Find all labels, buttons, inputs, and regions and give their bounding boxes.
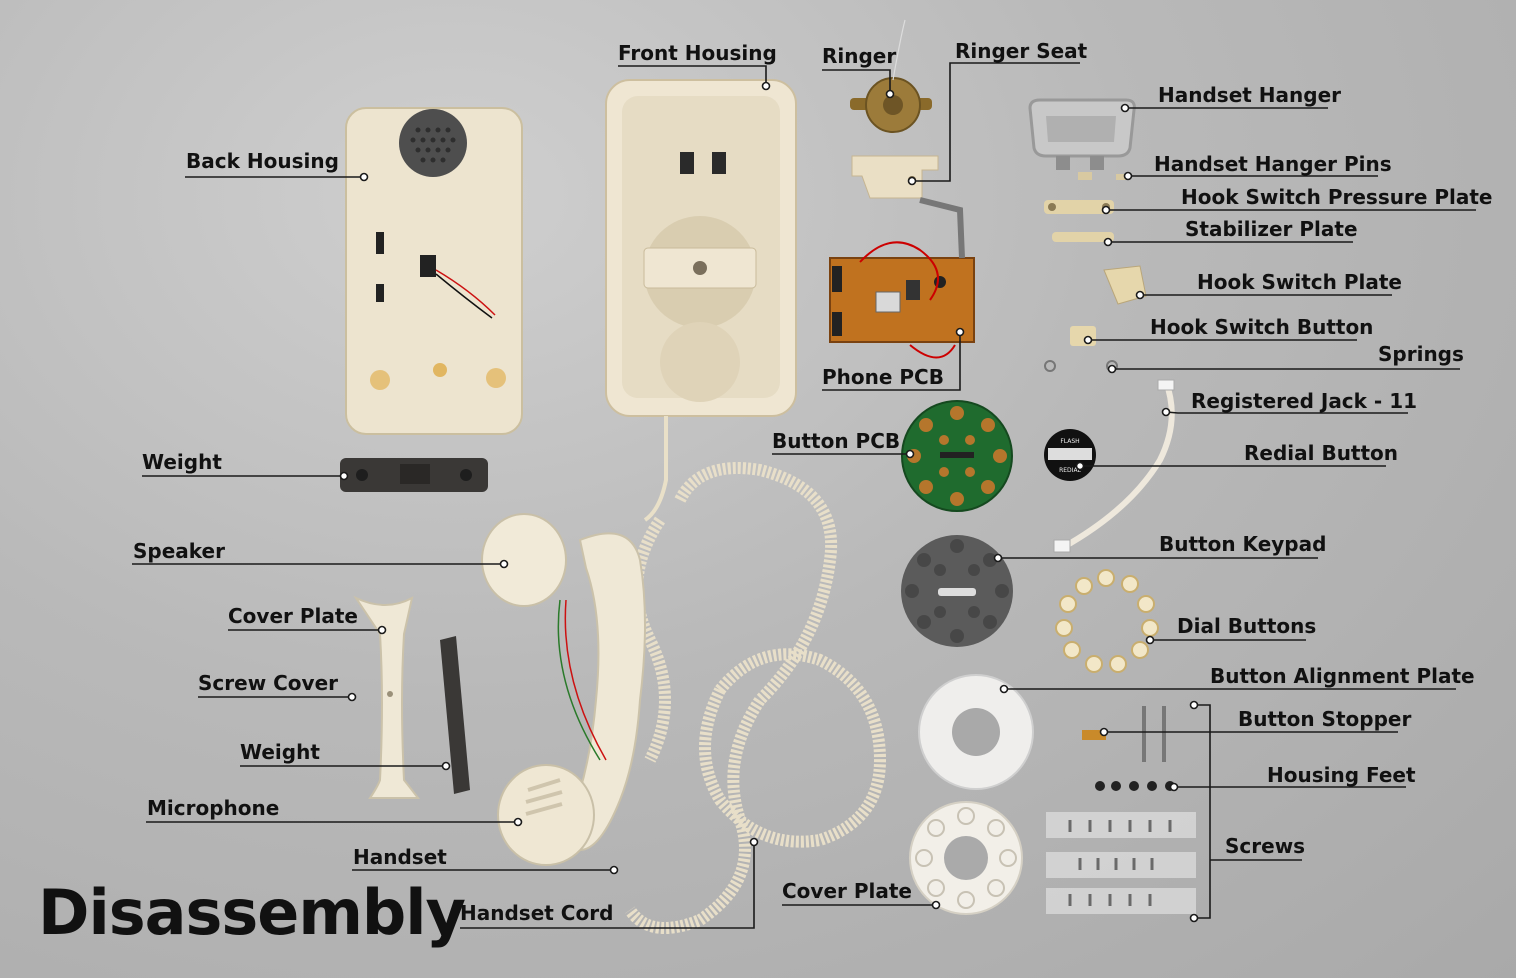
cover-plate-left-part xyxy=(353,595,421,799)
ringer-part xyxy=(850,19,932,133)
weight-bottom-part xyxy=(440,636,470,794)
label-hook-switch-plate: Hook Switch Plate xyxy=(1197,270,1402,294)
dial-buttons-part xyxy=(1055,569,1159,673)
button-alignment-plate-part xyxy=(918,674,1034,790)
ringer-seat-part xyxy=(851,155,939,199)
weight-top-part xyxy=(340,458,488,492)
stabilizer-plate-part xyxy=(1052,232,1114,242)
redial-face-bottom: REDIAL xyxy=(1059,467,1081,474)
handset-cord-part xyxy=(625,462,887,934)
redial-button-part: FLASH REDIAL xyxy=(1044,429,1096,481)
label-cover-plate-right: Cover Plate xyxy=(782,879,912,903)
label-back-housing: Back Housing xyxy=(186,149,339,173)
label-weight-top: Weight xyxy=(142,450,222,474)
cover-plate-right-part xyxy=(909,801,1023,915)
registered-jack-part xyxy=(1053,379,1175,553)
label-hook-switch-pressure-plate: Hook Switch Pressure Plate xyxy=(1181,185,1493,209)
label-stabilizer-plate: Stabilizer Plate xyxy=(1185,217,1358,241)
label-button-pcb: Button PCB xyxy=(772,429,901,453)
label-handset-hanger-pins: Handset Hanger Pins xyxy=(1154,152,1392,176)
handset-part xyxy=(481,513,646,866)
label-ringer-seat: Ringer Seat xyxy=(955,39,1088,63)
label-housing-feet: Housing Feet xyxy=(1267,763,1416,787)
label-registered-jack: Registered Jack - 11 xyxy=(1191,389,1418,413)
phone-pcb-part xyxy=(829,197,975,359)
label-hook-switch-button: Hook Switch Button xyxy=(1150,315,1374,339)
label-front-housing: Front Housing xyxy=(618,41,777,65)
hook-switch-plate-part xyxy=(1103,265,1147,305)
label-button-stopper: Button Stopper xyxy=(1238,707,1412,731)
leader-lines xyxy=(132,62,1476,929)
handset-hanger-pins-part xyxy=(1078,172,1128,180)
label-handset-hanger: Handset Hanger xyxy=(1158,83,1341,107)
screws-part xyxy=(1046,706,1196,914)
label-handset: Handset xyxy=(353,845,447,869)
label-screws: Screws xyxy=(1225,834,1306,858)
label-redial-button: Redial Button xyxy=(1244,441,1399,465)
label-screw-cover: Screw Cover xyxy=(198,671,339,695)
handset-hanger-part xyxy=(1028,98,1136,170)
label-phone-pcb: Phone PCB xyxy=(822,365,944,389)
label-cover-plate-left: Cover Plate xyxy=(228,604,358,628)
button-pcb-part xyxy=(901,400,1013,512)
back-housing-part xyxy=(345,107,523,435)
label-speaker: Speaker xyxy=(133,539,225,563)
label-button-alignment-plate: Button Alignment Plate xyxy=(1210,664,1475,688)
button-keypad-part xyxy=(901,535,1013,647)
label-button-keypad: Button Keypad xyxy=(1159,532,1327,556)
page-title: Disassembly xyxy=(38,876,466,949)
label-handset-cord: Handset Cord xyxy=(460,901,614,925)
springs-part xyxy=(1044,360,1118,372)
hook-switch-button-part xyxy=(1070,326,1096,346)
label-springs: Springs xyxy=(1378,342,1464,366)
label-microphone: Microphone xyxy=(147,796,280,820)
front-housing-part xyxy=(605,79,797,522)
redial-face-top: FLASH xyxy=(1060,438,1079,445)
label-weight-bottom: Weight xyxy=(240,740,320,764)
label-ringer: Ringer xyxy=(822,44,897,68)
leader-dots xyxy=(339,81,1199,923)
label-dial-buttons: Dial Buttons xyxy=(1177,614,1317,638)
